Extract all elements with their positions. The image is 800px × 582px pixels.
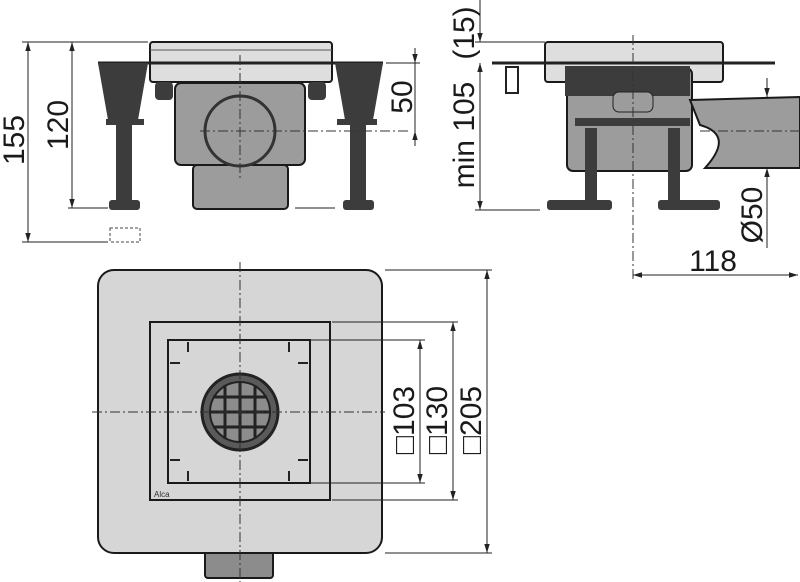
leveling-leg-left bbox=[98, 63, 173, 210]
leg-extension-dashed bbox=[109, 227, 141, 243]
dim-50-label: 50 bbox=[386, 80, 419, 113]
dim-120-label: 120 bbox=[42, 100, 75, 150]
dim-d50-label: Ø50 bbox=[736, 187, 769, 244]
outlet-pipe bbox=[688, 95, 800, 169]
top-view: Alca □103 □130 □205 bbox=[92, 262, 492, 582]
foot-left bbox=[547, 200, 612, 210]
dim-130-label: □130 bbox=[421, 386, 454, 454]
dim-15-label: (15) bbox=[448, 6, 481, 59]
dim-205-label: □205 bbox=[455, 386, 488, 454]
brand-logo: Alca bbox=[154, 490, 170, 499]
dim-103-label: □103 bbox=[388, 386, 421, 454]
dim-118-label: 118 bbox=[689, 245, 737, 278]
front-view: 155 120 50 bbox=[0, 41, 420, 243]
foot-right bbox=[658, 200, 720, 210]
side-view: min 105 (15) Ø50 118 bbox=[448, 0, 800, 280]
dim-155-label: 155 bbox=[0, 115, 31, 165]
leveling-leg-right bbox=[308, 63, 383, 210]
dim-min105-label: min 105 bbox=[448, 82, 481, 189]
bolt-icon bbox=[505, 66, 519, 94]
